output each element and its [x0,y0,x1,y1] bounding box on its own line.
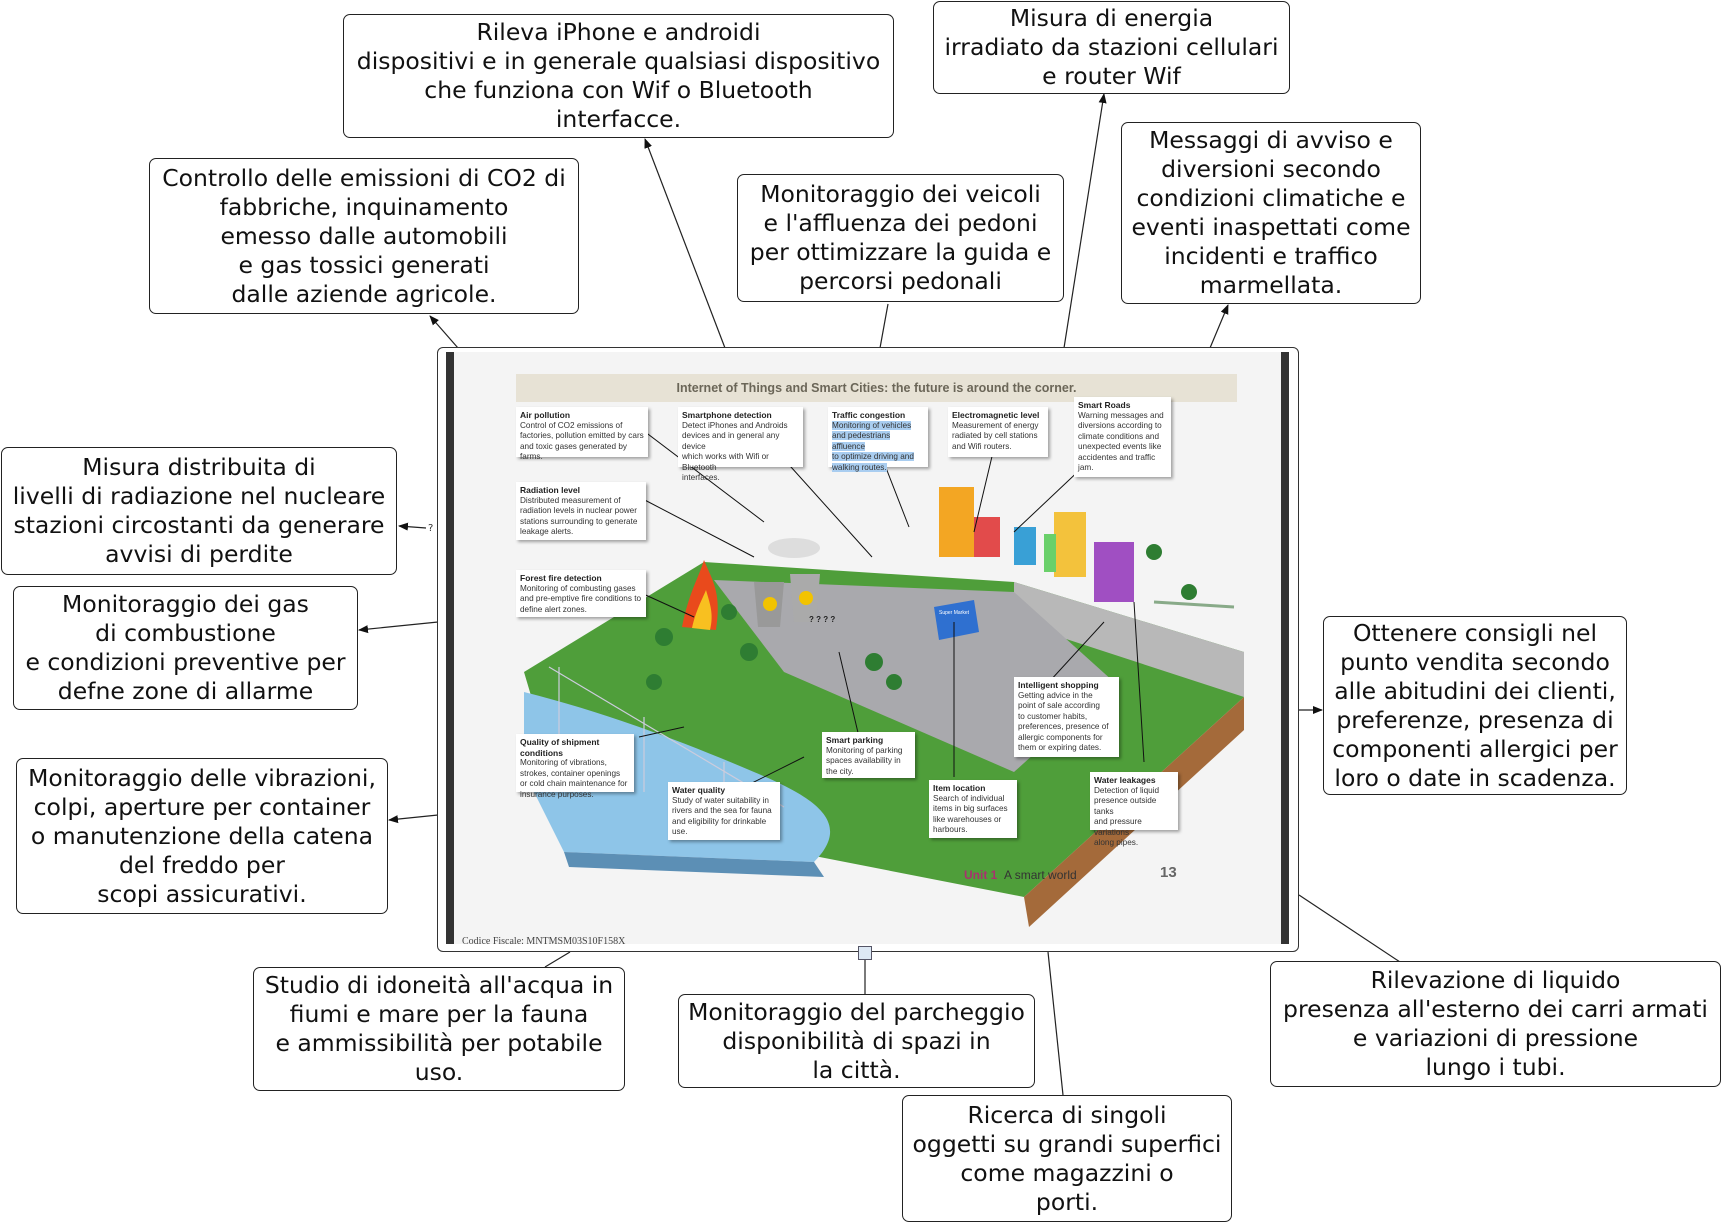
link-co2 [430,316,458,348]
node-smart-parking[interactable]: Monitoraggio del parcheggio disponibilit… [678,994,1035,1088]
node-shipment-vibrations[interactable]: Monitoraggio delle vibrazioni, colpi, ap… [16,758,388,914]
link-energy [1064,94,1104,348]
link-vibrations [389,815,438,820]
page-number: 13 [1160,864,1177,881]
link-radiation [399,526,426,528]
link-vehicles [880,304,888,348]
node-co2-control[interactable]: Controllo delle emissioni di CO2 di fabb… [149,158,579,314]
node-water-quality[interactable]: Studio di idoneità all'acqua in fiumi e … [253,967,625,1091]
node-item-location[interactable]: Ricerca di singoli oggetti su grandi sup… [902,1095,1232,1222]
node-smart-roads-warnings[interactable]: Messaggi di avviso e diversioni secondo … [1121,122,1421,304]
page-footer-code: Codice Fiscale: MNTMSM03S10F158X [462,936,625,947]
link-label-radiation: ? [428,523,433,534]
central-image-frame[interactable]: Internet of Things and Smart Cities: the… [437,347,1299,952]
node-vehicle-monitoring[interactable]: Monitoraggio dei veicoli e l'affluenza d… [737,174,1064,302]
parking-signs: ? ? ? ? [809,615,835,624]
link-wifi [645,139,725,348]
link-combustion [359,622,438,630]
link-warnings [1210,305,1228,348]
node-intelligent-shopping[interactable]: Ottenere consigli nel punto vendita seco… [1323,616,1627,795]
node-wifi-detection[interactable]: Rileva iPhone e androidi dispositivi e i… [343,14,894,138]
node-combustion-gases[interactable]: Monitoraggio dei gas di combustione e co… [13,586,358,710]
link-leakage [1299,895,1400,962]
node-energy-measurement[interactable]: Misura di energia irradiato da stazioni … [933,1,1290,94]
link-water [545,952,570,967]
image-attachment-icon[interactable] [858,946,872,960]
textbook-page-image: Internet of Things and Smart Cities: the… [446,352,1289,944]
page-footer-unit: Unit 1 A smart world [964,868,1077,882]
node-radiation-level[interactable]: Misura distribuita di livelli di radiazi… [1,447,397,575]
link-item [1048,952,1063,1095]
svg-text:Super Market: Super Market [939,610,970,616]
node-water-leakage[interactable]: Rilevazione di liquido presenza all'este… [1270,961,1721,1087]
